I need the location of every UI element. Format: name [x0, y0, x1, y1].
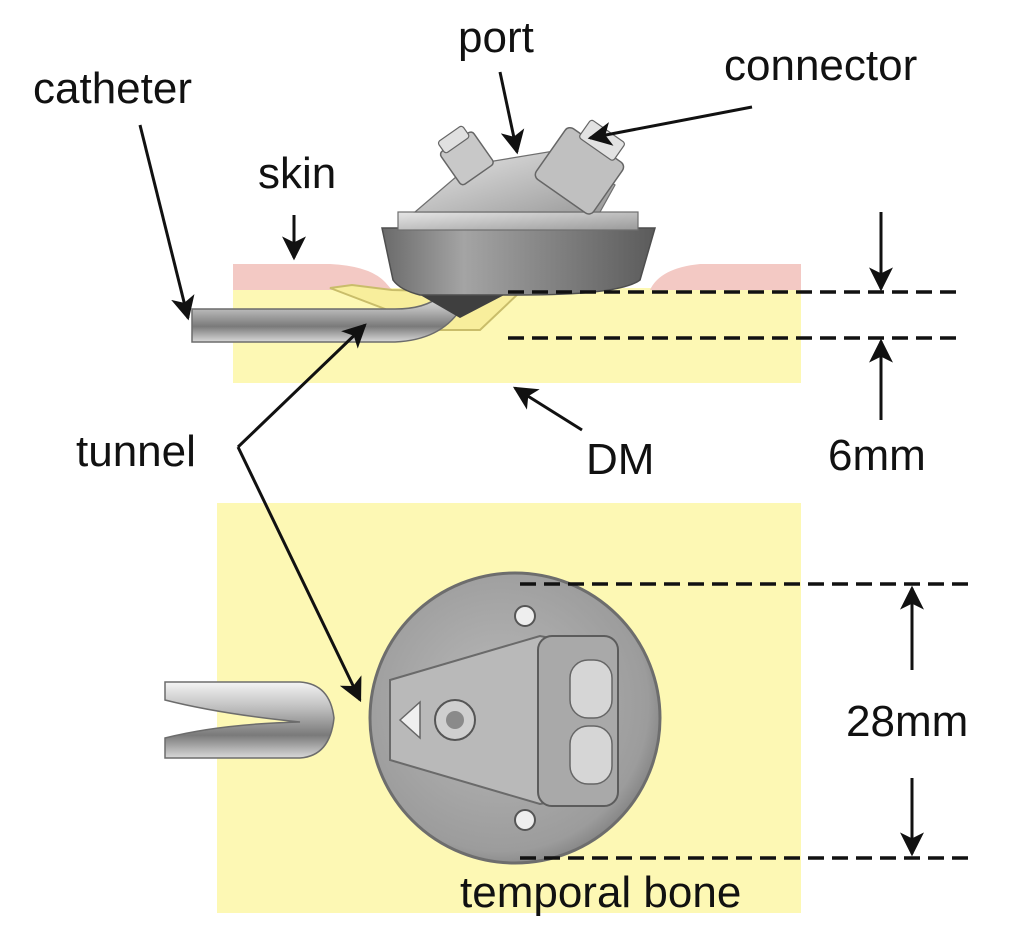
connector-arrow	[587, 105, 753, 146]
leader-arrows	[138, 71, 753, 703]
skin-layer	[233, 264, 801, 290]
screw-bottom	[514, 809, 536, 831]
screw-top	[514, 605, 536, 627]
top-view	[164, 503, 970, 913]
connector-label: connector	[724, 41, 917, 90]
port-plate-triangle	[398, 700, 421, 740]
port-top-plate	[397, 211, 639, 231]
dm-arrow	[512, 386, 583, 432]
connector-slot-top	[569, 659, 613, 719]
port-nozzle-inner	[446, 711, 464, 729]
catheter-plan	[164, 681, 335, 759]
tunnel-arrow-top	[236, 323, 367, 449]
diameter-label: 28mm	[846, 697, 968, 746]
tunnel-label: tunnel	[76, 427, 196, 476]
device-base	[415, 292, 510, 318]
port-label: port	[458, 13, 534, 62]
side-view	[191, 119, 958, 420]
tunnel-arrow-bottom	[236, 446, 362, 703]
connector-slot-bottom	[569, 725, 613, 785]
catheter-label: catheter	[33, 64, 192, 113]
depth-label: 6mm	[828, 431, 926, 480]
port-arrow	[498, 71, 525, 155]
temporal-bone-label: temporal bone	[460, 868, 741, 917]
skin-label: skin	[258, 149, 336, 198]
catheter-arrow	[138, 124, 195, 321]
dm-label: DM	[586, 435, 654, 484]
port-nozzle	[437, 125, 494, 186]
port-body	[381, 227, 656, 296]
